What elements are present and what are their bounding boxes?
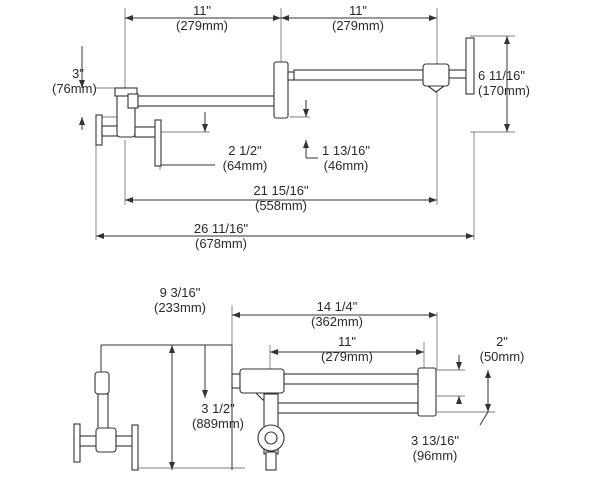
dim-metric: (76mm) (52, 81, 97, 96)
dim-imperial: 2 1/2" (228, 143, 262, 158)
dim-metric: (558mm) (254, 198, 307, 213)
wall-flange (95, 114, 103, 146)
upper-arm-dimension: 11" (279mm) (162, 3, 242, 33)
dim-imperial: 3 1/2" (201, 401, 235, 416)
dim-metric: (96mm) (412, 448, 458, 463)
folded-valve-handle (131, 424, 139, 471)
folded-elbow (417, 367, 437, 417)
dim-imperial: 1 13/16" (322, 143, 370, 158)
middle-joint (273, 61, 289, 119)
dim-imperial: 11" (348, 3, 368, 18)
dim-metric: (233mm) (153, 300, 206, 315)
dim-imperial: 3 13/16" (411, 433, 459, 448)
dim-metric: (279mm) (320, 349, 373, 364)
top-view-drawing (79, 8, 515, 240)
folded-depth-dimension: 9 3/16" (233mm) (140, 285, 220, 315)
dim-imperial: 26 11/16" (193, 221, 249, 236)
folded-arm-lower (275, 402, 419, 414)
dim-metric: (678mm) (194, 236, 247, 251)
arm-gap-dimension: 2" (50mm) (462, 334, 542, 364)
overall-dimension: 26 11/16" (678mm) (176, 221, 266, 251)
dim-imperial: 6 11/16" (478, 68, 526, 83)
right-height-dimension: 6 11/16" (170mm) (478, 68, 568, 98)
arm-dimension: 11" (279mm) (307, 334, 387, 364)
left-height-dimension: 3" (76mm) (52, 66, 112, 96)
spout-head (422, 63, 450, 87)
folded-valve-upper (94, 371, 110, 395)
dim-imperial: 11" (192, 3, 212, 18)
swing-arm-lower (137, 95, 279, 107)
lower-arm-dimension: 11" (279mm) (318, 3, 398, 33)
folded-middle-joint (239, 368, 285, 394)
dim-metric: (50mm) (479, 349, 525, 364)
dim-imperial: 11" (337, 334, 357, 349)
dim-metric: (64mm) (222, 158, 268, 173)
dim-imperial: 21 15/16" (253, 183, 309, 198)
spout-height-dimension: 3 13/16" (96mm) (395, 433, 475, 463)
folded-reach-dimension: 14 1/4" (362mm) (297, 299, 377, 329)
dim-metric: (279mm) (175, 18, 228, 33)
dim-metric: (362mm) (310, 314, 363, 329)
center-height-dimension: 3 1/2" (889mm) (178, 401, 258, 431)
bottom-view-drawing (73, 305, 495, 471)
dim-metric: (889mm) (191, 416, 244, 431)
spout-handle (465, 37, 475, 95)
dim-imperial: 3" (72, 66, 84, 81)
dim-imperial: 9 3/16" (159, 285, 201, 300)
valve-handle (154, 119, 162, 167)
dim-imperial: 2" (496, 334, 508, 349)
folded-arm-upper (283, 373, 419, 385)
folded-wall-flange (73, 423, 81, 463)
swing-arm-upper (293, 69, 425, 81)
dim-metric: (46mm) (323, 158, 369, 173)
spout-offset-dimension: 1 13/16" (46mm) (306, 143, 386, 173)
dim-imperial: 14 1/4" (316, 299, 358, 314)
dim-metric: (279mm) (331, 18, 384, 33)
valve-offset-dimension: 2 1/2" (64mm) (205, 143, 285, 173)
dim-metric: (170mm) (478, 83, 531, 98)
reach-dimension: 21 15/16" (558mm) (236, 183, 326, 213)
